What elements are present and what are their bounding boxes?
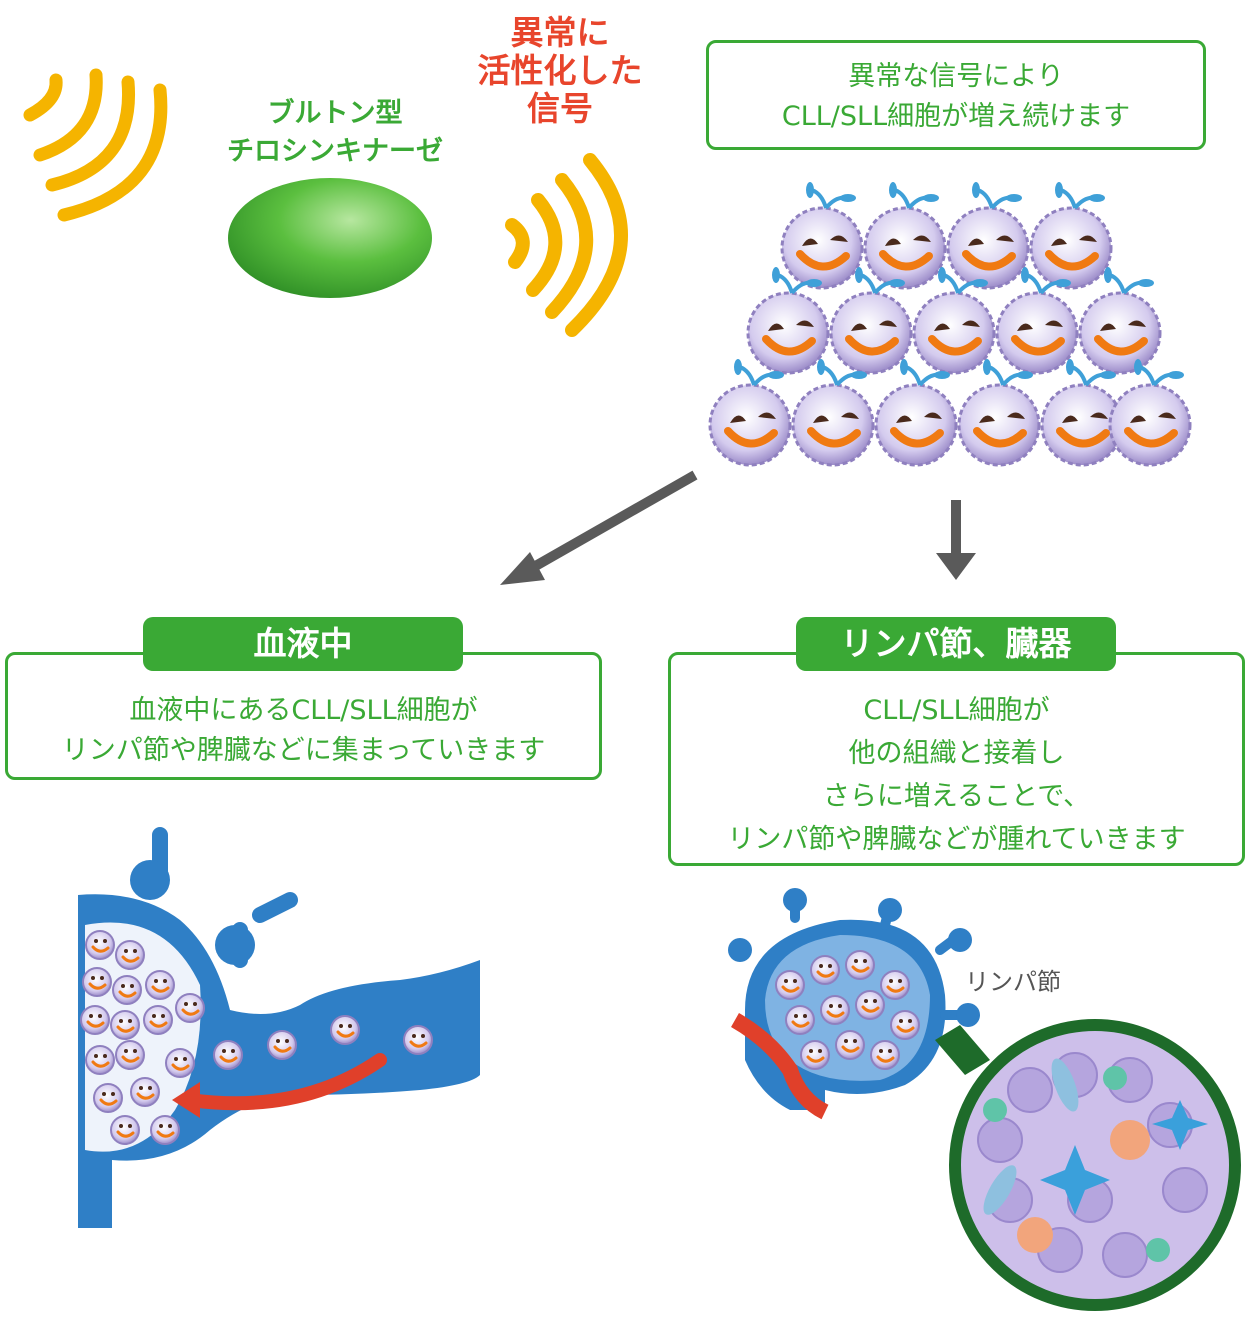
arrow-to-blood: [500, 470, 698, 585]
signal-label: 異常に 活性化した 信号: [450, 14, 670, 128]
signal-label-line2: 活性化した: [477, 51, 643, 90]
signal-label-line1: 異常に: [510, 13, 610, 52]
signal-waves-right: [505, 153, 628, 337]
blood-title: 血液中: [143, 617, 463, 671]
blood-illustration: [78, 827, 480, 1228]
lymph-node-label: リンパ節: [965, 968, 1061, 996]
lymph-description-box: CLL/SLL細胞が 他の組織と接着し さらに増えることで、 リンパ節や脾臓など…: [668, 652, 1245, 866]
arrow-to-lymph: [936, 500, 976, 580]
blood-line2: リンパ節や脾臓などに集まっていきます: [61, 735, 546, 766]
lymph-line3: さらに増えることで、: [822, 781, 1091, 812]
lymph-line4: リンパ節や脾臓などが腫れていきます: [727, 824, 1186, 855]
btk-label-line1: ブルトン型: [267, 98, 403, 129]
top-box-line1: 異常な信号により: [848, 61, 1064, 92]
signal-waves-left: [23, 68, 168, 222]
lymph-line2: 他の組織と接着し: [848, 738, 1065, 769]
signal-label-line3: 信号: [527, 89, 593, 128]
lymph-title: リンパ節、臓器: [796, 617, 1116, 671]
btk-label: ブルトン型 チロシンキナーゼ: [205, 95, 465, 171]
blood-line1: 血液中にあるCLL/SLL細胞が: [129, 695, 478, 726]
lymph-node-illustration: [728, 888, 1241, 1311]
top-box-line2: CLL/SLL細胞が増え続けます: [781, 101, 1131, 132]
top-description-box: 異常な信号により CLL/SLL細胞が増え続けます: [706, 40, 1206, 150]
btk-label-line2: チロシンキナーゼ: [227, 136, 443, 167]
blood-description-box: 血液中にあるCLL/SLL細胞が リンパ節や脾臓などに集まっていきます: [5, 652, 602, 780]
lymph-line1: CLL/SLL細胞が: [863, 695, 1050, 726]
btk-enzyme: [228, 178, 432, 298]
cll-cell-cluster: [710, 182, 1190, 465]
